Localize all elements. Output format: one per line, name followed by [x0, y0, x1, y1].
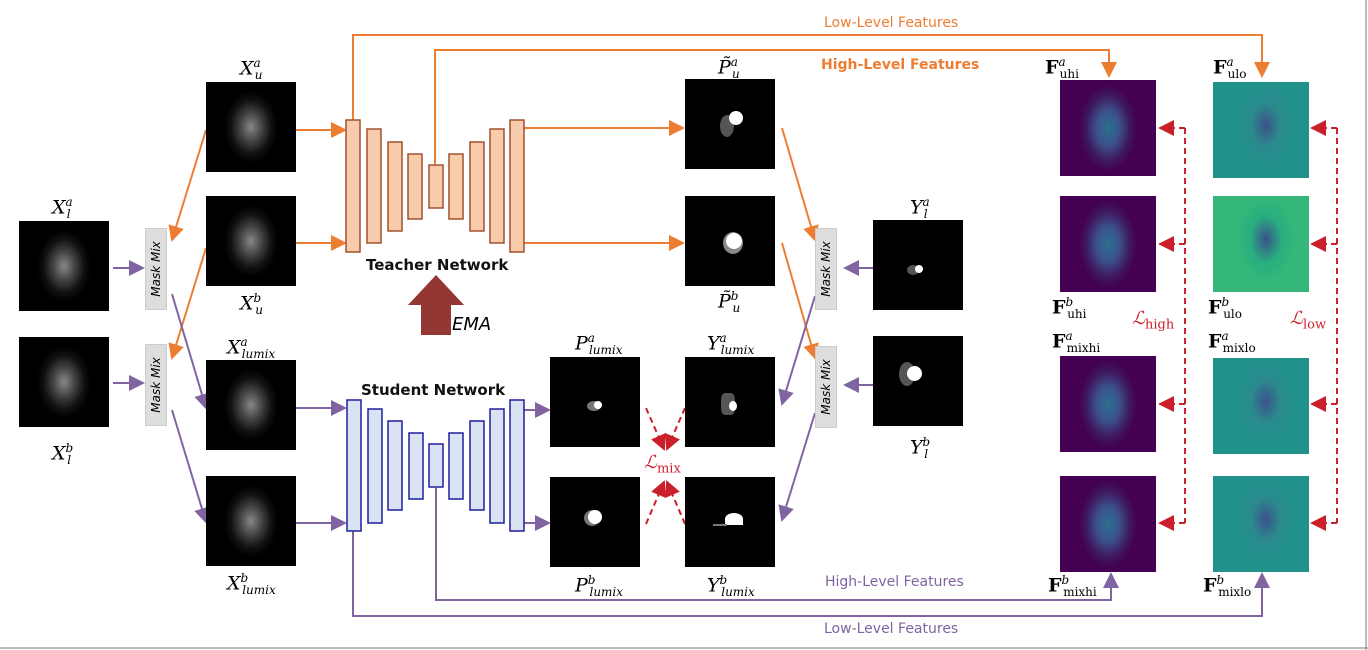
- student-block-4: [408, 432, 424, 500]
- f-uhi-b-map: [1060, 196, 1156, 292]
- yl-b-label: Ybl: [910, 435, 931, 462]
- teacher-block-3: [387, 141, 403, 232]
- ylumix-b-image: [685, 477, 775, 567]
- pu-a-image: [685, 79, 775, 169]
- plumix-a-label: Palumix: [575, 331, 623, 358]
- student-block-3: [387, 420, 403, 511]
- f-uhi-b-label: Fbuhi: [1052, 295, 1087, 322]
- student-block-8: [489, 408, 505, 524]
- maskmix-to-ylumix-a: [778, 295, 816, 406]
- f-mixlo-a-label: Famixlo: [1208, 329, 1256, 356]
- f-ulo-a-label: Faulo: [1213, 55, 1247, 82]
- mask-mix-box-2: Mask Mix: [145, 344, 167, 426]
- f-mixlo-b-label: Fbmixlo: [1203, 573, 1252, 600]
- student-low-level-label: Low-Level Features: [824, 621, 959, 637]
- xl-b-label: Xbl: [52, 441, 74, 468]
- teacher-block-4: [407, 153, 423, 220]
- lmix-arrow-4: [665, 480, 686, 525]
- xlumix-b-image: [206, 476, 296, 566]
- f-mixhi-b-map: [1060, 476, 1156, 572]
- xu-b-label: Xbu: [240, 291, 263, 318]
- f-ulo-a-map: [1213, 82, 1309, 178]
- yl-a-label: Yal: [910, 195, 930, 222]
- f-mixlo-a-map: [1213, 358, 1309, 454]
- teacher-block-9: [509, 119, 525, 253]
- student-high-level-flow: [435, 488, 1119, 601]
- student-network-label: Student Network: [361, 381, 506, 399]
- plumix-a-image: [550, 357, 640, 447]
- teacher-block-8: [489, 128, 505, 244]
- student-high-level-label: High-Level Features: [825, 574, 964, 590]
- yl-b-image: [873, 336, 963, 426]
- pu-b-label: P̃bu: [718, 289, 741, 316]
- pu-a-label: P̃au: [718, 55, 740, 82]
- lmix-arrow-1: [645, 407, 666, 451]
- xu-a-image: [206, 82, 296, 172]
- teacher-high-level-flow: [434, 49, 1117, 164]
- maskmix-to-ylumix-b: [778, 412, 816, 522]
- ema-arrow: [408, 275, 464, 335]
- student-block-2: [367, 408, 383, 524]
- f-mixhi-a-label: Famixhi: [1052, 329, 1101, 356]
- xu-a-label: Xau: [240, 56, 263, 83]
- ylumix-a-image: [685, 357, 775, 447]
- f-uhi-a-map: [1060, 80, 1156, 176]
- xl-a-image: [19, 221, 109, 311]
- ylumix-b-label: Yblumix: [707, 573, 755, 600]
- xlumix-b-label: Xblumix: [227, 571, 276, 598]
- student-block-6: [448, 432, 464, 500]
- f-uhi-a-label: Fauhi: [1045, 55, 1079, 82]
- teacher-block-2: [366, 128, 382, 244]
- teacher-network-label: Teacher Network: [366, 256, 509, 274]
- maskmix-to-xlumix-b: [171, 409, 210, 524]
- pu-b-image: [685, 196, 775, 286]
- loss-mix-label: ℒmix: [644, 452, 681, 477]
- mask-mix-box-3: Mask Mix: [815, 228, 837, 310]
- plumix-b-image: [550, 477, 640, 567]
- yl-a-image: [873, 220, 963, 310]
- mask-mix-box-4: Mask Mix: [815, 346, 837, 428]
- xu-b-to-maskmix: [168, 247, 207, 360]
- maskmix-to-xlumix-a: [171, 293, 210, 410]
- plumix-b-label: Pblumix: [575, 573, 624, 600]
- student-network-blocks: [346, 399, 525, 532]
- xl-a-label: Xal: [52, 195, 73, 222]
- f-mixhi-a-map: [1060, 356, 1156, 452]
- ylumix-a-label: Yalumix: [707, 331, 755, 358]
- f-ulo-b-map: [1213, 196, 1309, 292]
- teacher-network-blocks: [345, 119, 525, 253]
- teacher-block-7: [469, 141, 485, 232]
- f-mixlo-b-map: [1213, 476, 1309, 572]
- f-mixhi-b-label: Fbmixhi: [1048, 573, 1097, 600]
- student-block-5: [428, 443, 444, 488]
- pu-a-to-maskmix: [781, 127, 819, 242]
- xu-a-to-maskmix: [168, 129, 207, 242]
- teacher-low-level-label: Low-Level Features: [824, 15, 959, 31]
- teacher-high-level-label: High-Level Features: [821, 57, 980, 73]
- xu-b-image: [206, 196, 296, 286]
- lmix-arrow-3: [645, 480, 666, 525]
- student-block-9: [509, 399, 525, 532]
- teacher-block-1: [345, 119, 361, 253]
- xlumix-a-label: Xalumix: [227, 335, 276, 362]
- mask-mix-box-1: Mask Mix: [145, 228, 167, 310]
- f-ulo-b-label: Fbulo: [1208, 295, 1242, 322]
- student-block-7: [469, 420, 485, 511]
- xl-b-image: [19, 337, 109, 427]
- xlumix-a-image: [206, 360, 296, 450]
- teacher-low-level-flow: [352, 34, 1270, 120]
- teacher-block-5: [428, 164, 444, 209]
- ema-label: EMA: [452, 314, 492, 335]
- loss-high-label: ℒhigh: [1132, 308, 1175, 333]
- teacher-block-6: [448, 153, 464, 220]
- lmix-arrow-2: [665, 407, 686, 451]
- student-block-1: [346, 399, 362, 532]
- student-low-level-flow: [352, 530, 1270, 617]
- loss-low-label: ℒlow: [1290, 308, 1327, 333]
- pu-b-to-maskmix: [781, 242, 819, 360]
